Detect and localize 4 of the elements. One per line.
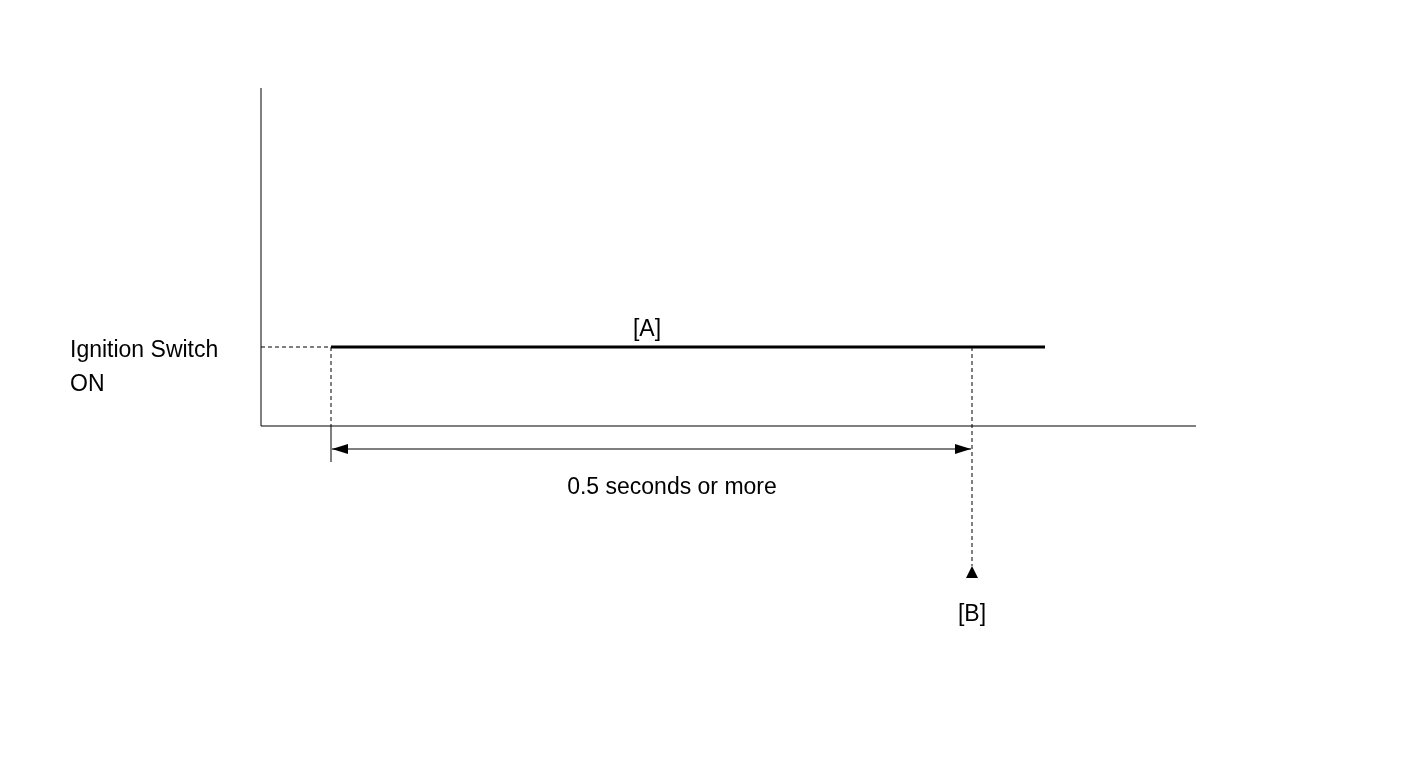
dimension-label: 0.5 seconds or more [566,472,778,501]
state-label: Ignition Switch ON [70,335,220,398]
signal-label: [A] [631,314,663,343]
callout-label: [B] [956,599,988,628]
